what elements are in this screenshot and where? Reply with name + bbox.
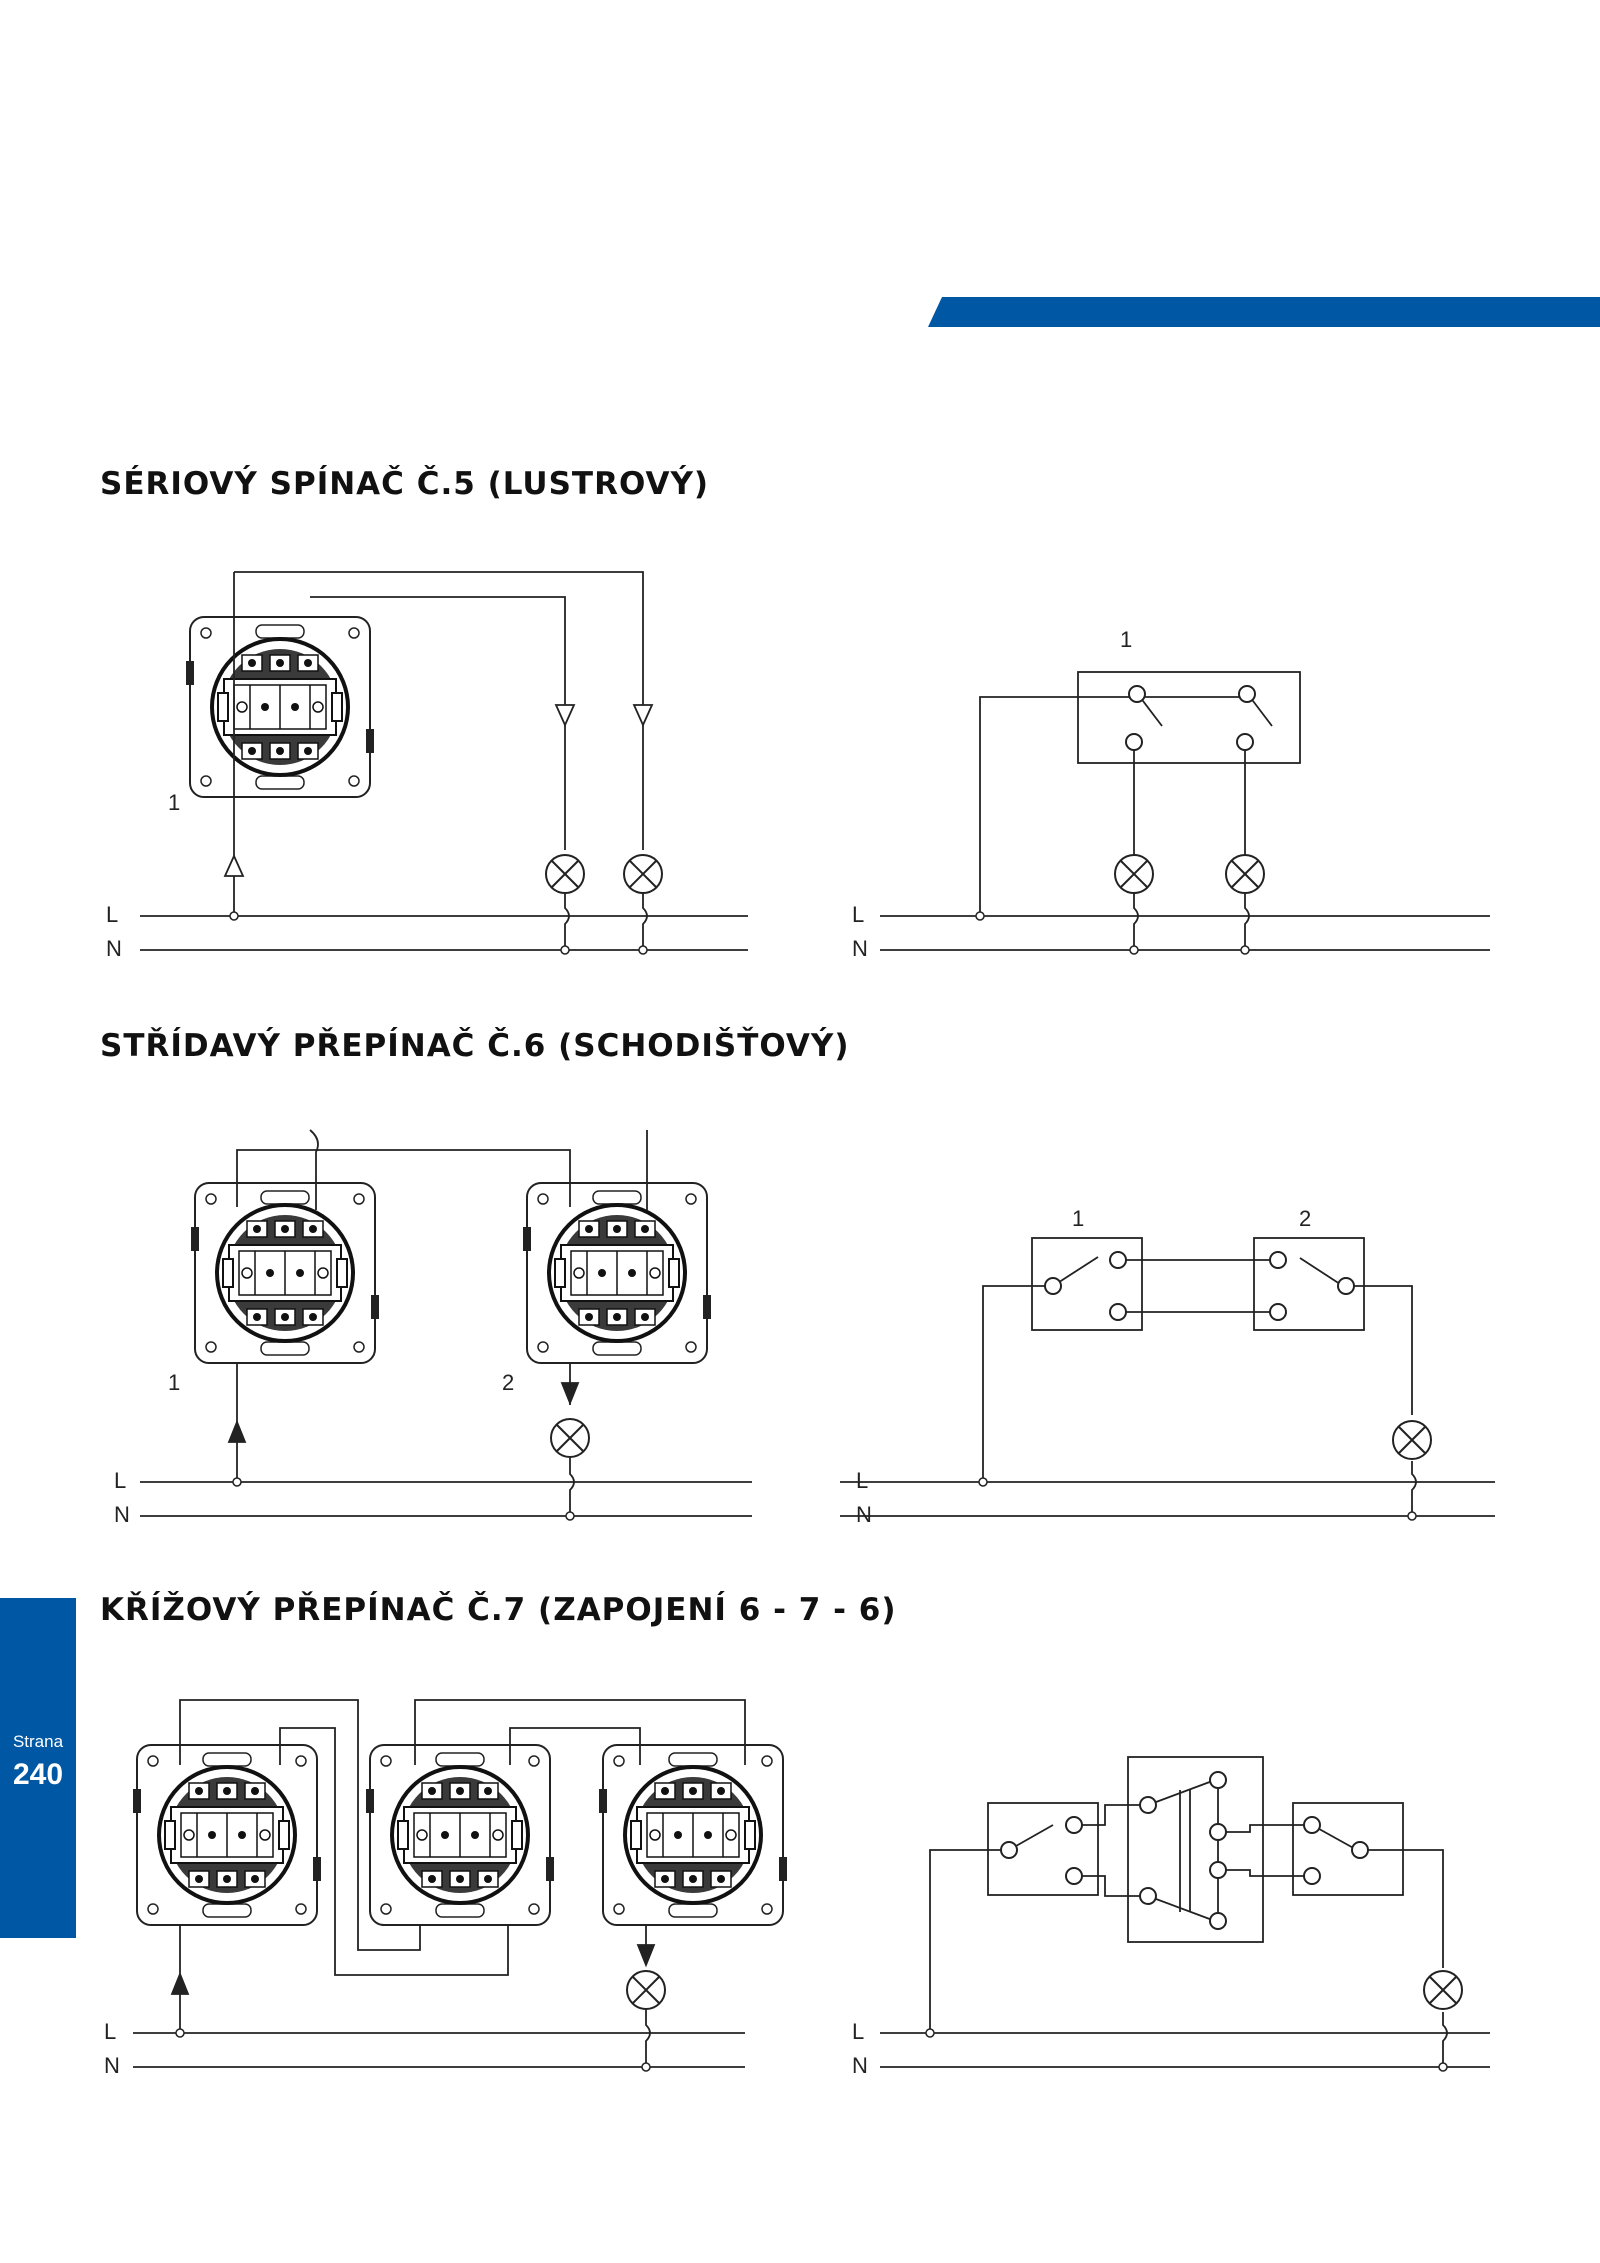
lamp-icon (623, 854, 663, 894)
lamp-icon (545, 854, 585, 894)
section-title-serial-switch: SÉRIOVÝ SPÍNAČ Č.5 (LUSTROVÝ) (100, 466, 710, 502)
lamp-icon (1423, 1970, 1463, 2010)
line-label: L (852, 902, 864, 927)
lamp-icon (626, 1970, 666, 2010)
neutral-label: N (852, 936, 868, 961)
device-label-1: 1 (168, 1370, 180, 1395)
switch-label-2: 2 (1299, 1206, 1311, 1231)
page-number: 240 (12, 1758, 64, 1791)
lamp-icon (1114, 854, 1154, 894)
neutral-label: N (104, 2053, 120, 2078)
header-accent-bar (928, 297, 1600, 327)
switch-device-2 (364, 1743, 556, 1927)
page-number-tab: Strana 240 (0, 1598, 76, 1938)
cross-switch-wiring (131, 1699, 789, 2068)
neutral-label: N (106, 936, 122, 961)
switch-device (184, 615, 376, 799)
line-label: L (856, 1468, 868, 1493)
line-label: L (104, 2019, 116, 2044)
lamp-icon (550, 1418, 590, 1458)
page-label: Strana (12, 1732, 64, 1751)
line-label: L (106, 902, 118, 927)
serial-switch-schematic (880, 671, 1490, 951)
section-title-two-way-switch: STŘÍDAVÝ PŘEPÍNAČ Č.6 (SCHODIŠŤOVÝ) (100, 1028, 850, 1064)
neutral-label: N (852, 2053, 868, 2078)
device-label: 1 (168, 790, 180, 815)
line-label: L (114, 1468, 126, 1493)
switch-device-3 (597, 1743, 789, 1927)
switch-device-1 (189, 1181, 381, 1365)
two-way-switch-schematic (840, 1237, 1495, 1517)
neutral-label: N (856, 1502, 872, 1527)
switch-device-2 (521, 1181, 713, 1365)
switch-label-1: 1 (1072, 1206, 1084, 1231)
switch-device-1 (131, 1743, 323, 1927)
two-way-switch-wiring (140, 1129, 752, 1517)
switch-label: 1 (1120, 627, 1132, 652)
neutral-label: N (114, 1502, 130, 1527)
line-label: L (852, 2019, 864, 2044)
lamp-icon (1225, 854, 1265, 894)
device-label-2: 2 (502, 1370, 514, 1395)
cross-switch-schematic (880, 1756, 1490, 2068)
lamp-icon (1392, 1420, 1432, 1460)
serial-switch-wiring (140, 571, 748, 951)
section-title-cross-switch: KŘÍŽOVÝ PŘEPÍNAČ Č.7 (ZAPOJENÍ 6 - 7 - 6… (100, 1592, 897, 1628)
